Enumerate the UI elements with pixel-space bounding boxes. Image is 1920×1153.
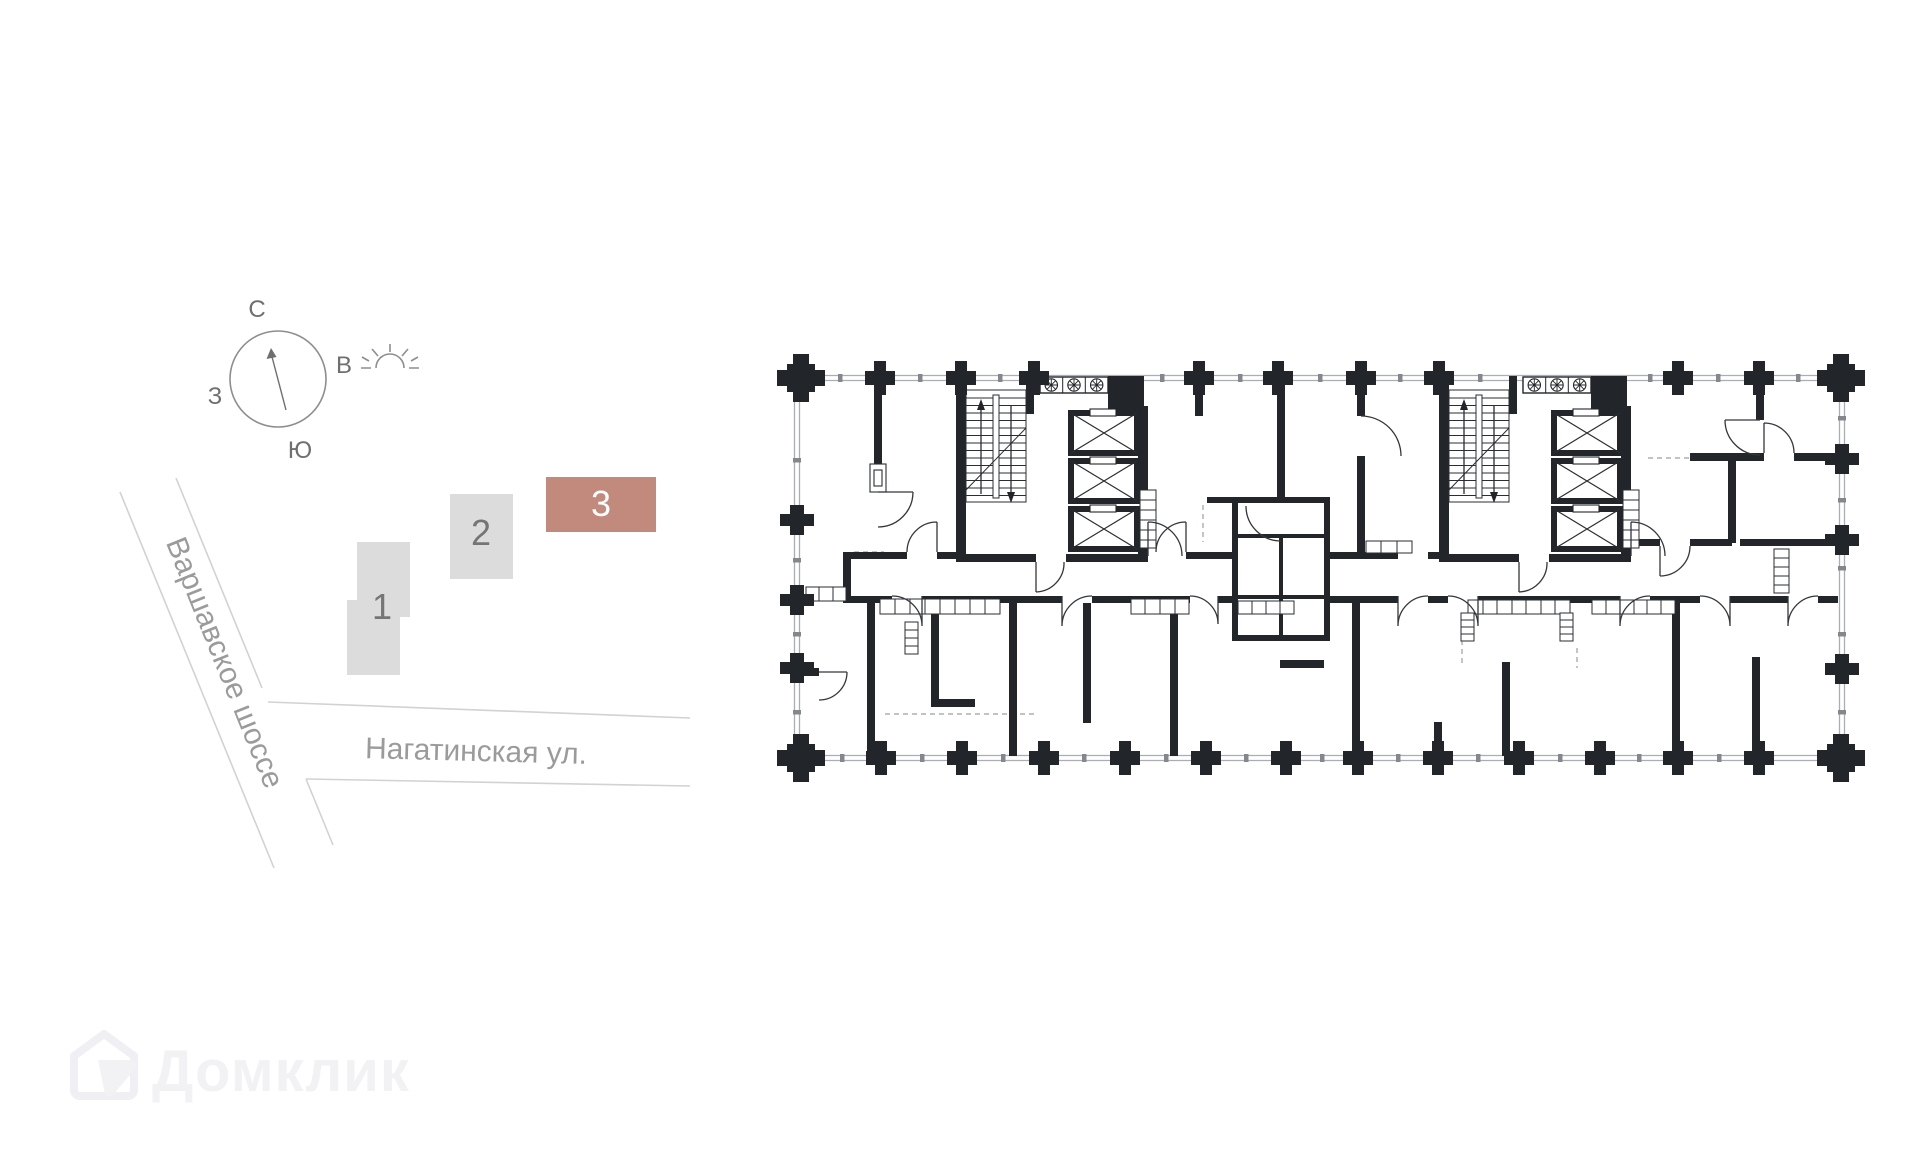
compass-west-label: З <box>207 383 223 410</box>
watermark-house-icon <box>70 1030 138 1100</box>
street-label-nagatinskaya: Нагатинская ул. <box>364 732 588 771</box>
compass-south-label: Ю <box>287 437 313 464</box>
sun-icon <box>361 344 419 369</box>
glazing-ticks <box>793 374 1846 762</box>
roads <box>119 477 691 869</box>
doors <box>818 415 1819 701</box>
building-2-number: 2 <box>470 512 492 553</box>
core-right <box>1439 376 1665 592</box>
floor-plan <box>777 354 1865 782</box>
building-3-number: 3 <box>590 483 612 524</box>
compass-north-label: С <box>248 296 266 323</box>
watermark-brand: Домклик <box>152 1039 410 1104</box>
core-left <box>956 376 1182 592</box>
building-1-number: 1 <box>371 586 393 627</box>
compass-icon <box>229 330 327 428</box>
compass-east-label: В <box>335 352 353 379</box>
